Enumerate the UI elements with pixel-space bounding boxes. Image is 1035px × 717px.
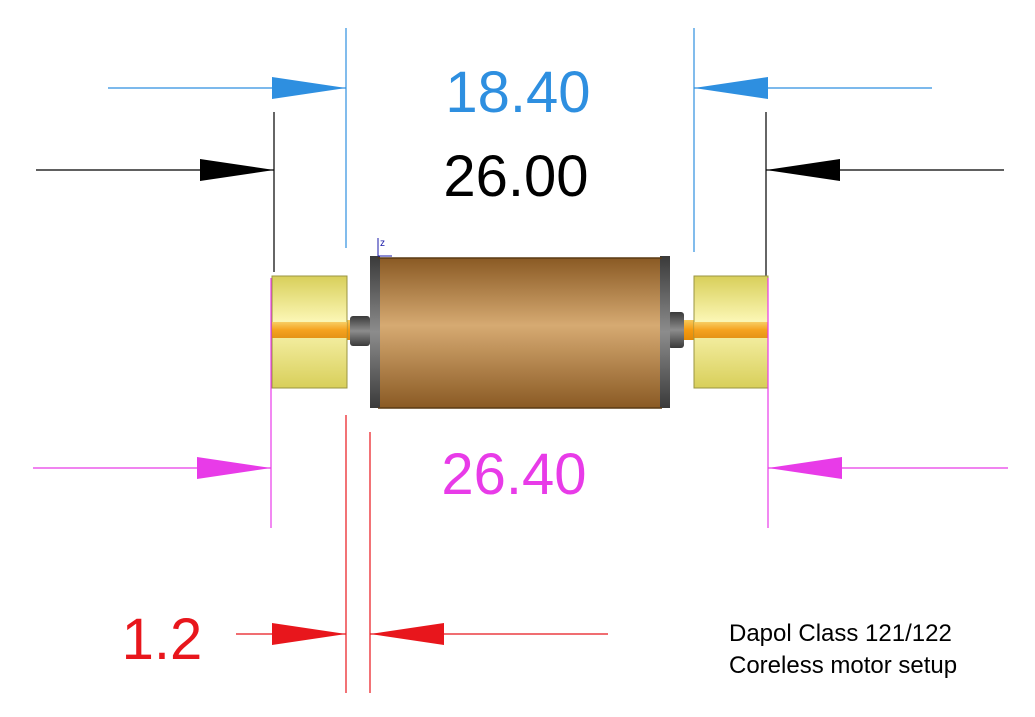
arrowhead-magenta-right (768, 457, 842, 479)
arrowhead-blue-left (272, 77, 346, 99)
dimension-red (236, 415, 608, 693)
bearing-boss-left (350, 316, 370, 346)
arrowhead-black-left (200, 159, 274, 181)
arrowhead-black-right (766, 159, 840, 181)
arrowhead-red-left (272, 623, 346, 645)
dimension-black-label: 26.00 (443, 144, 588, 209)
end-cap-left (370, 256, 380, 408)
arrowhead-red-right (370, 623, 444, 645)
note-line-1: Dapol Class 121/122 (729, 620, 952, 647)
arrowhead-blue-right (694, 77, 768, 99)
axis-marker-label: z (380, 238, 385, 249)
dimension-blue (108, 28, 932, 252)
motor-assembly (271, 256, 769, 409)
end-cap-right (660, 256, 670, 408)
note-line-2: Coreless motor setup (729, 652, 957, 679)
dimension-red-label: 1.2 (122, 607, 203, 672)
axis-marker (377, 238, 392, 257)
dimension-magenta (33, 278, 1008, 528)
dimension-blue-label: 18.40 (445, 60, 590, 125)
bearing-boss-right (668, 312, 684, 348)
dimension-magenta-label: 26.40 (441, 442, 586, 507)
dimension-black (36, 112, 1004, 278)
arrowhead-magenta-left (197, 457, 271, 479)
flywheel-right-bore (694, 322, 768, 338)
flywheel-left-bore (272, 322, 347, 338)
motor-body (378, 258, 662, 408)
